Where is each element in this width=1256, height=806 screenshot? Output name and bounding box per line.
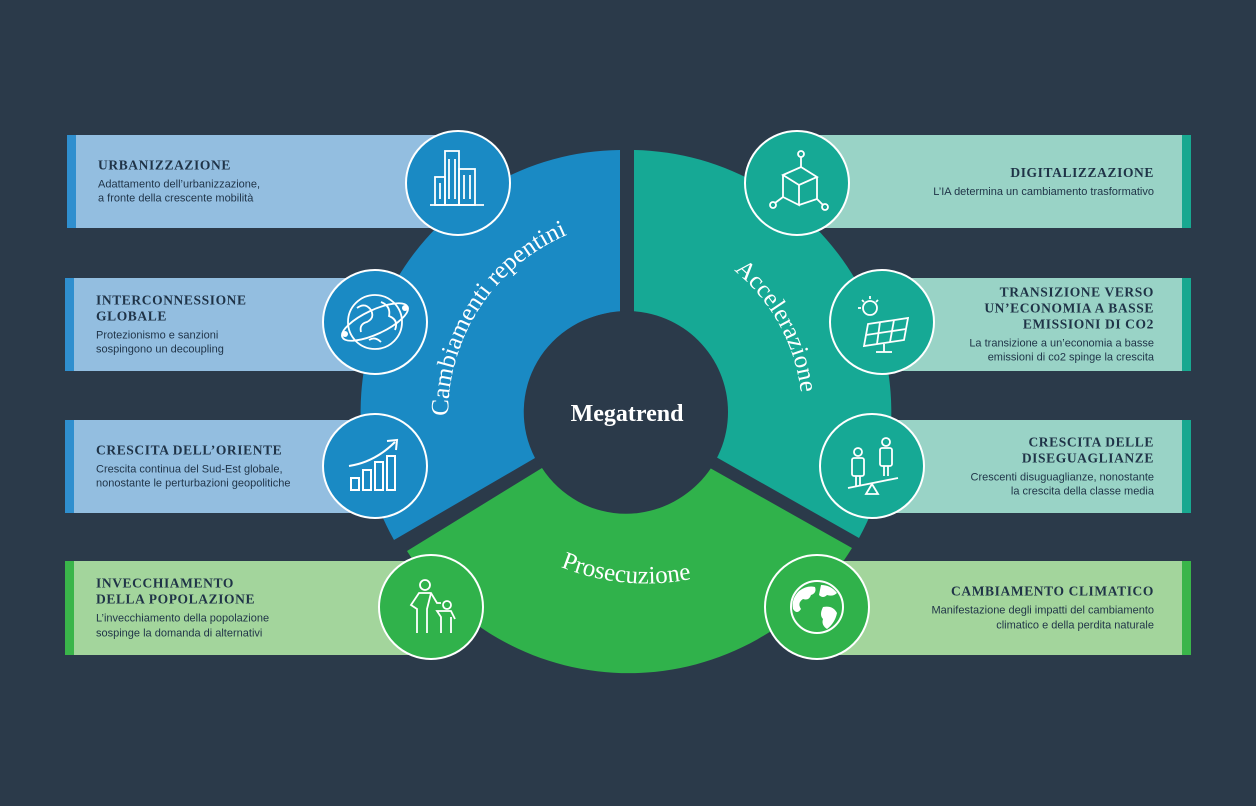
card-title: INTERCONNESSIONE GLOBALE: [96, 292, 247, 323]
card-title: CRESCITA DELL’ORIENTE: [96, 442, 283, 457]
globe-network-icon: [322, 269, 428, 375]
card-title: TRANSIZIONE VERSO UN’ECONOMIA A BASSE EM…: [984, 284, 1154, 331]
card-desc: Adattamento dell’urbanizzazione, a front…: [98, 178, 261, 205]
people-balance-icon: [819, 413, 925, 519]
card-desc: Protezionismo e sanzioni sospingono un d…: [96, 329, 224, 356]
parent-child-icon: [378, 554, 484, 660]
card-title: DIGITALIZZAZIONE: [1010, 164, 1154, 180]
card-title: CRESCITA DELLE DISEGUAGLIANZE: [1021, 434, 1154, 465]
network-cube-icon: [744, 130, 850, 236]
card-title: CAMBIAMENTO CLIMATICO: [951, 583, 1154, 599]
card-cambiamento-climatico: CAMBIAMENTO CLIMATICO Manifestazione deg…: [820, 561, 1191, 655]
card-invecchiamento: INVECCHIAMENTO DELLA POPOLAZIONE L’invec…: [65, 561, 435, 655]
segment-prosecuzione: [407, 468, 852, 674]
card-desc: L’invecchiamento della popolazione sospi…: [96, 612, 270, 640]
solar-panel-icon: [829, 269, 935, 375]
card-title: INVECCHIAMENTO DELLA POPOLAZIONE: [96, 575, 256, 607]
card-desc: Crescenti disuguaglianze, nonostante la …: [970, 471, 1154, 498]
center-label: Megatrend: [571, 401, 685, 427]
card-desc: Crescita continua del Sud-Est globale, n…: [96, 463, 291, 490]
card-urbanizzazione: URBANIZZAZIONE Adattamento dell’urbanizz…: [67, 135, 447, 228]
card-diseguaglianze: CRESCITA DELLE DISEGUAGLIANZE Crescenti …: [880, 420, 1191, 513]
segment-cambiamenti-repentini: [360, 150, 620, 540]
card-desc: Manifestazione degli impatti del cambiam…: [931, 604, 1154, 632]
card-title: URBANIZZAZIONE: [98, 157, 231, 172]
earth-globe-icon: [764, 554, 870, 660]
growth-chart-icon: [322, 413, 428, 519]
card-desc: L’IA determina un cambiamento trasformat…: [933, 185, 1154, 198]
card-digitalizzazione: DIGITALIZZAZIONE L’IA determina un cambi…: [800, 135, 1191, 228]
card-interconnessione: INTERCONNESSIONE GLOBALE Protezionismo e…: [65, 278, 375, 371]
card-desc: La transizione a un’economia a basse emi…: [969, 337, 1154, 364]
center-circle: [526, 311, 728, 513]
city-buildings-icon: [405, 130, 511, 236]
